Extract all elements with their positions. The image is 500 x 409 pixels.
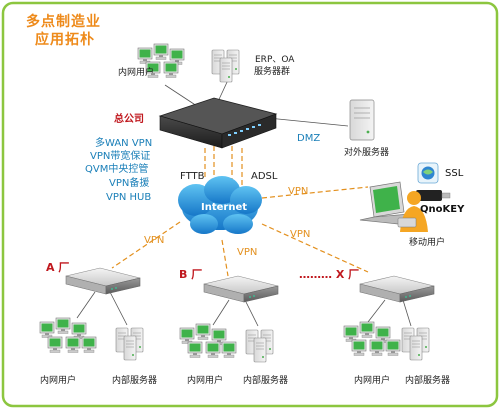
hq-feature-5: VPN HUB [106, 192, 152, 203]
branch-x-servers-label: 内部服务器 [405, 376, 451, 386]
internet-label: Internet [201, 202, 248, 213]
internet-cloud-icon [178, 176, 262, 234]
external-server-label: 对外服务器 [344, 148, 390, 158]
hq-users-label: 内网用户 [118, 68, 155, 78]
branch-a-users-label: 内网用户 [40, 376, 77, 386]
ssl-label: SSL [445, 168, 464, 179]
branch-a-servers-label: 内部服务器 [112, 376, 158, 386]
hq-feature-1: 多WAN VPN [95, 138, 153, 149]
vpn-label-mobile: VPN [288, 186, 309, 197]
hq-feature-3: QVM中央控管 [85, 164, 149, 175]
qnokey-label: QnoKEY [420, 204, 465, 215]
branch-b-users-label: 内网用户 [187, 376, 224, 386]
branch-x-users-label: 内网用户 [354, 376, 391, 386]
vpn-links [111, 146, 369, 277]
hq-feature-2: VPN带宽保证 [90, 151, 151, 162]
dmz-label: DMZ [297, 133, 321, 144]
vpn-label-a: VPN [144, 235, 165, 246]
hq-name-label: 总公司 [114, 114, 144, 125]
hq-router-icon [158, 97, 278, 149]
branch-x-name: ……… X 厂 [299, 268, 360, 281]
ssl-icon [417, 162, 439, 184]
vpn-label-b: VPN [237, 247, 258, 258]
branch-b-name: B 厂 [179, 268, 203, 281]
fttb-label: FTTB [180, 171, 205, 182]
diagram-title-line2: 应用拓朴 [35, 32, 95, 48]
mobile-laptop-icon [359, 181, 412, 225]
hq-feature-4: VPN备援 [109, 178, 150, 189]
branch-b-servers-label: 内部服务器 [243, 376, 289, 386]
diagram-title-line1: 多点制造业 [26, 14, 101, 30]
mobile-user-icon [397, 191, 428, 232]
qnokey-icon [416, 190, 451, 201]
mobile-user-label: 移动用户 [409, 238, 446, 248]
branch-a-name: A 厂 [46, 261, 70, 274]
lan-links [76, 79, 412, 327]
adsl-label: ADSL [251, 171, 278, 182]
external-server-icon [349, 99, 375, 141]
erp-label-2: 服务器群 [254, 67, 291, 77]
vpn-label-x: VPN [290, 229, 311, 240]
erp-label-1: ERP、OA [255, 55, 295, 65]
